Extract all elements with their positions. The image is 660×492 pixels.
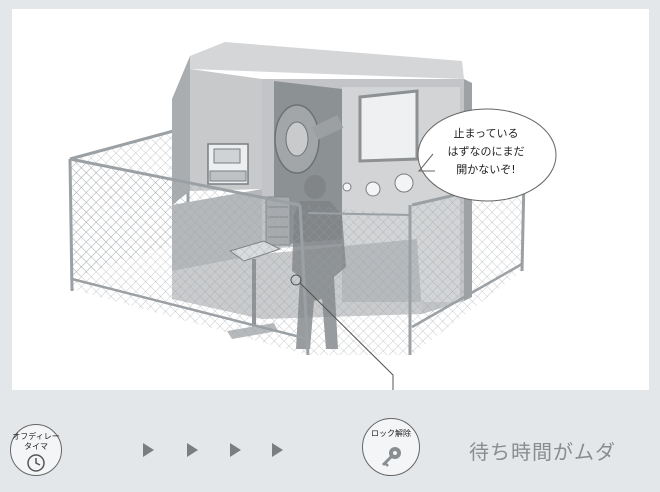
key-icon <box>378 444 404 474</box>
off-delay-timer-badge: オフディレー タイマ <box>10 424 62 476</box>
lock-release-label: ロック解除 <box>371 429 411 438</box>
illustration-area: 止まっている はずなのにまだ 開かないぞ! <box>12 9 649 390</box>
speech-line-2: はずなのにまだ <box>447 145 525 158</box>
flow-arrow-2 <box>187 443 198 457</box>
clock-icon <box>26 453 46 477</box>
front-fence <box>68 157 526 356</box>
flow-arrow-3 <box>230 443 241 457</box>
door-lock-callout <box>290 274 394 390</box>
speech-line-3: 開かないぞ! <box>456 163 516 176</box>
lock-release-badge: ロック解除 <box>362 418 420 476</box>
speech-bubble-text: 止まっている はずなのにまだ 開かないぞ! <box>422 125 550 179</box>
speech-line-1: 止まっている <box>453 127 519 140</box>
flow-arrow-1 <box>143 443 154 457</box>
flow-arrow-4 <box>272 443 283 457</box>
speech-bubble-shape <box>417 108 557 202</box>
timer-label: オフディレー タイマ <box>12 432 60 451</box>
machine-illustration <box>68 42 557 390</box>
caption-waiting-time-waste: 待ち時間がムダ <box>469 440 616 464</box>
